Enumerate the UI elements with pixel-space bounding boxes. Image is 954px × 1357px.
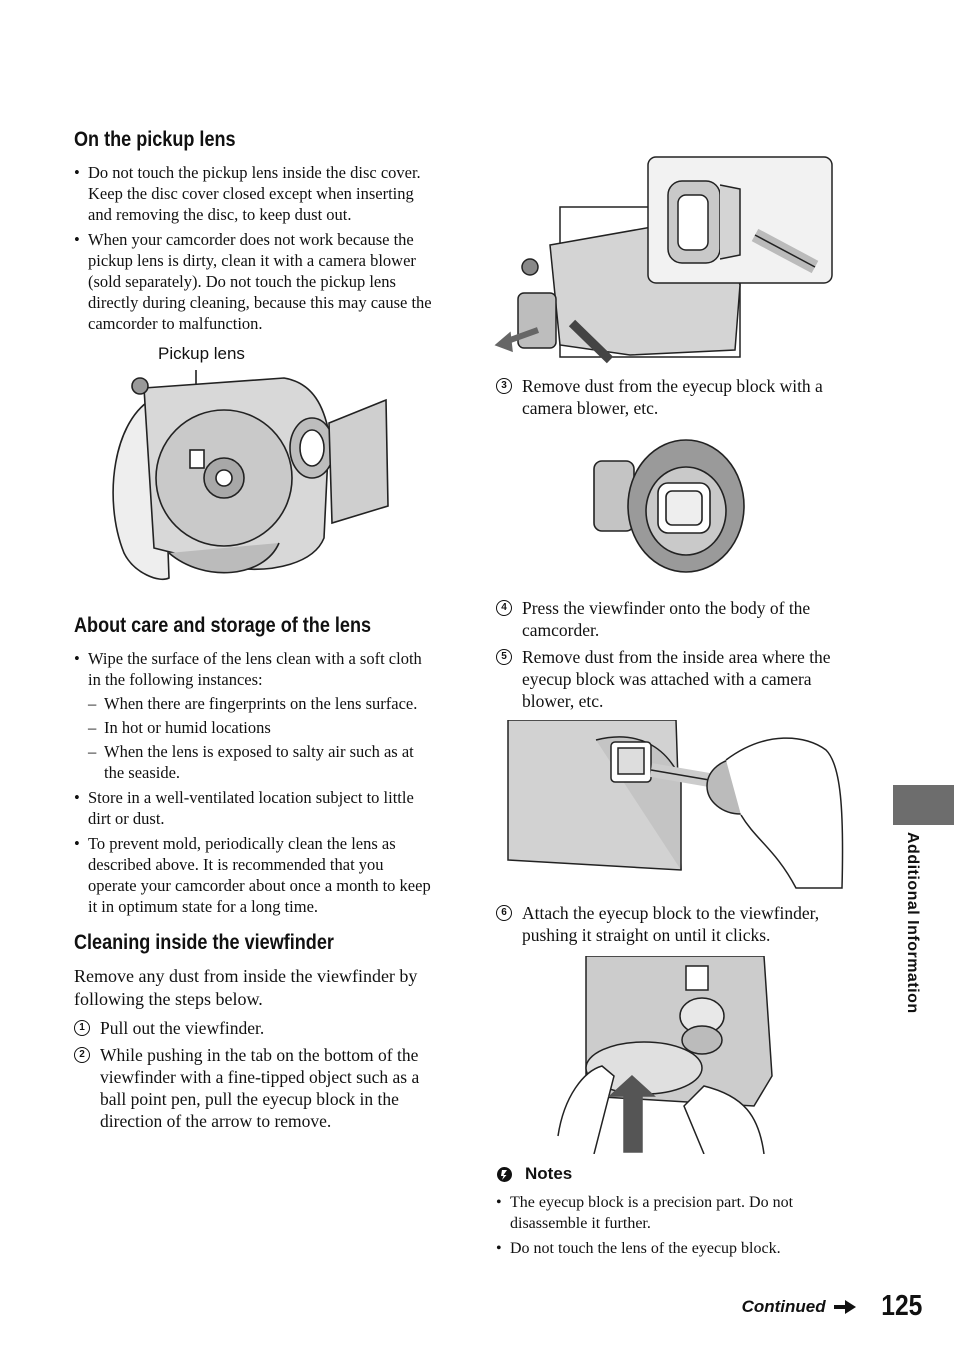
pickup-lens-figure: Pickup lens — [74, 338, 436, 600]
viewfinder-removal-figure — [490, 155, 866, 375]
page-number: 125 — [880, 1290, 922, 1322]
list-item-text: Wipe the surface of the lens clean with … — [88, 649, 422, 689]
notes-heading-text: Notes — [525, 1164, 573, 1183]
step-2: 2 While pushing in the tab on the bottom… — [74, 1044, 436, 1132]
viewfinder-intro: Remove any dust from inside the viewfind… — [74, 966, 418, 1009]
eyecup-illustration — [593, 439, 745, 573]
step-text: Pull out the viewfinder. — [100, 1018, 265, 1038]
list-item: Do not touch the pickup lens inside the … — [74, 162, 436, 225]
sublist-item: In hot or humid locations — [88, 717, 436, 738]
step-5: 5 Remove dust from the inside area where… — [496, 646, 866, 712]
eyecup-attach-illustration — [557, 955, 773, 1155]
viewfinder-removal-illustration — [494, 156, 833, 364]
step-number: 3 — [496, 378, 512, 394]
list-item: To prevent mold, periodically clean the … — [74, 833, 436, 917]
step-number: 1 — [74, 1020, 90, 1036]
lens-care-list: Wipe the surface of the lens clean with … — [74, 648, 436, 917]
note-icon — [497, 1166, 512, 1182]
sublist-item: When the lens is exposed to salty air su… — [88, 741, 436, 783]
step-4: 4 Press the viewfinder onto the body of … — [496, 597, 866, 641]
step-number: 2 — [74, 1047, 90, 1063]
pickup-lens-list: Do not touch the pickup lens inside the … — [74, 162, 436, 334]
step-text: Remove dust from the inside area where t… — [522, 647, 831, 711]
list-item: When your camcorder does not work becaus… — [74, 229, 436, 334]
blower-cleaning-illustration — [507, 719, 844, 889]
side-section-label: Additional Information — [904, 832, 921, 1014]
step-text: While pushing in the tab on the bottom o… — [100, 1045, 420, 1131]
step-1: 1 Pull out the viewfinder. — [74, 1017, 436, 1039]
list-item: Do not touch the lens of the eyecup bloc… — [496, 1238, 866, 1259]
continued-label: Continued — [741, 1296, 826, 1316]
step-number: 5 — [496, 649, 512, 665]
step-text: Remove dust from the eyecup block with a… — [522, 376, 823, 418]
section-side-tab — [893, 785, 954, 825]
notes-heading: Notes — [496, 1164, 866, 1184]
arrow-right-icon — [833, 1299, 856, 1314]
page-footer: Continued 125 — [742, 1290, 922, 1323]
list-item: Store in a well-ventilated location subj… — [74, 787, 436, 829]
lens-care-sublist: When there are fingerprints on the lens … — [88, 693, 436, 783]
step-3: 3 Remove dust from the eyecup block with… — [496, 375, 866, 419]
step-number: 4 — [496, 600, 512, 616]
notes-section: Notes The eyecup block is a precision pa… — [496, 1164, 866, 1259]
blower-cleaning-figure — [506, 719, 866, 892]
heading-pickup-lens: On the pickup lens — [74, 128, 236, 151]
step-text: Press the viewfinder onto the body of th… — [522, 598, 811, 640]
eyecup-figure — [586, 431, 866, 591]
camcorder-disc-illustration — [112, 370, 389, 580]
eyecup-attach-figure — [554, 955, 866, 1156]
left-column: On the pickup lens Do not touch the pick… — [74, 128, 436, 1137]
step-text: Attach the eyecup block to the viewfinde… — [522, 903, 820, 945]
pickup-lens-label: Pickup lens — [158, 344, 245, 363]
notes-list: The eyecup block is a precision part. Do… — [496, 1192, 866, 1259]
list-item: Wipe the surface of the lens clean with … — [74, 648, 436, 783]
step-number: 6 — [496, 905, 512, 921]
right-column: 3 Remove dust from the eyecup block with… — [494, 155, 866, 1263]
heading-viewfinder: Cleaning inside the viewfinder — [74, 931, 334, 954]
sublist-item: When there are fingerprints on the lens … — [88, 693, 436, 714]
step-6: 6 Attach the eyecup block to the viewfin… — [496, 902, 866, 946]
heading-lens-care: About care and storage of the lens — [74, 614, 372, 637]
list-item: The eyecup block is a precision part. Do… — [496, 1192, 866, 1234]
